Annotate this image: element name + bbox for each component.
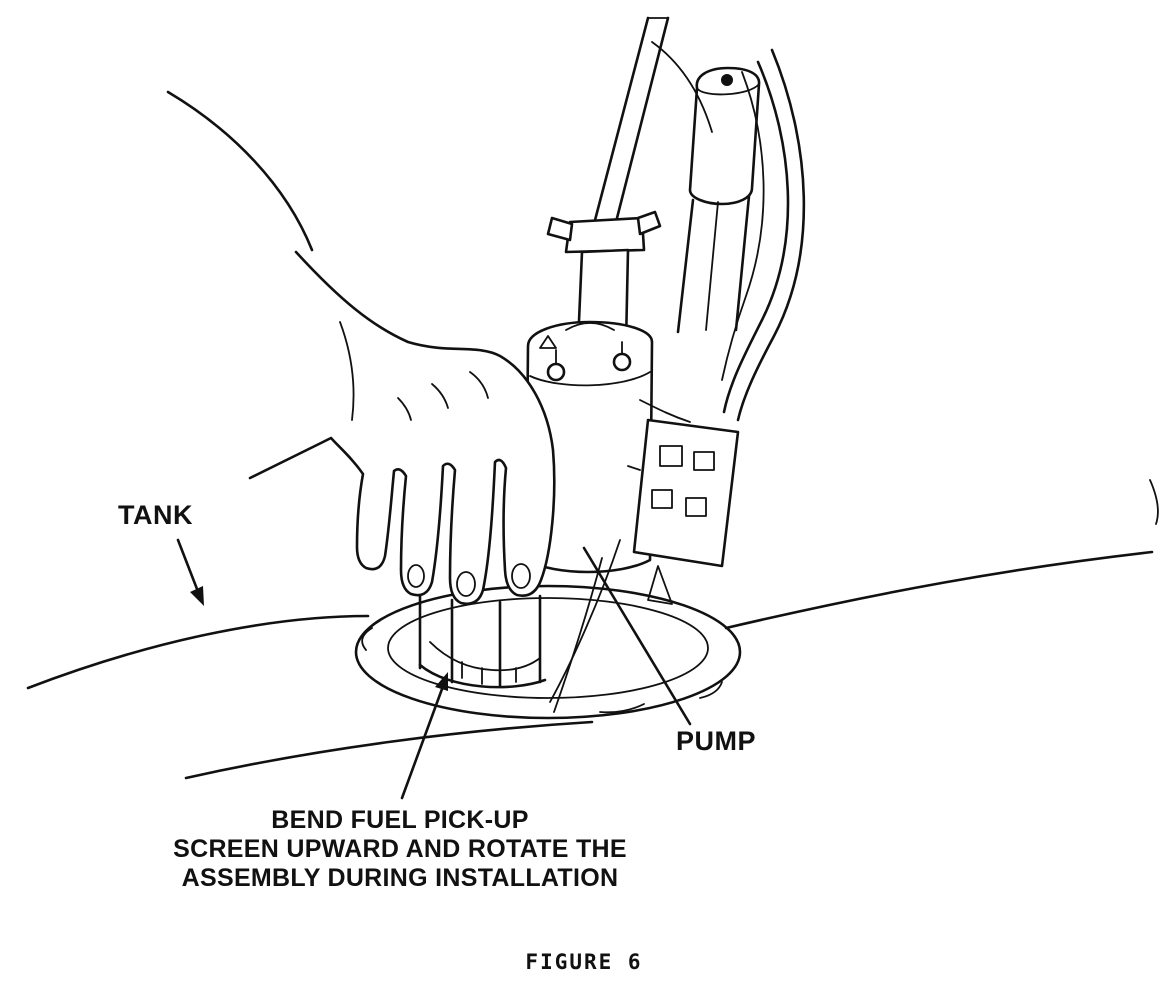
fuel-tube-cylinder (676, 66, 761, 334)
pump-label: PUMP (676, 726, 757, 756)
instruction-note: BEND FUEL PICK-UP SCREEN UPWARD AND ROTA… (120, 806, 680, 893)
connector-block (627, 418, 740, 605)
tank-outline (26, 90, 1159, 780)
tank-opening-flange (354, 584, 742, 720)
instruction-line-2: SCREEN UPWARD AND ROTATE THE (173, 835, 627, 863)
tank-arrow (176, 538, 204, 606)
fuel-pickup-screen (418, 583, 547, 689)
instruction-line-3: ASSEMBLY DURING INSTALLATION (181, 864, 619, 892)
wiring-harness (549, 41, 806, 713)
pump-leader-line (582, 546, 692, 726)
pump-assembly (524, 16, 670, 574)
tank-label: TANK (118, 500, 193, 530)
hand (248, 250, 556, 605)
figure-caption: FIGURE 6 (525, 950, 643, 974)
instruction-arrow (400, 672, 448, 800)
instruction-line-1: BEND FUEL PICK-UP (271, 806, 529, 834)
